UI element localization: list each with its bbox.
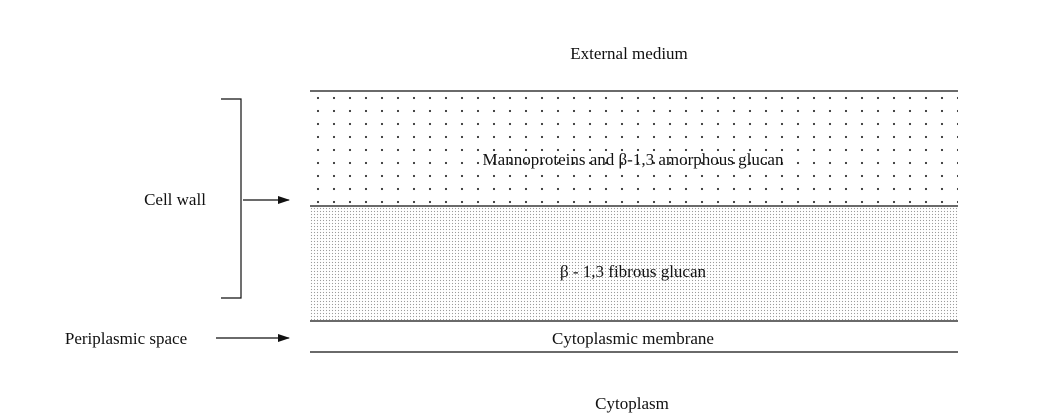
external-medium-label: External medium: [570, 44, 688, 63]
inner-layer-fill: [310, 207, 958, 320]
outer-layer-label: Mannoproteins and β-1,3 amorphous glucan: [483, 150, 784, 169]
periplasmic-space-label: Periplasmic space: [65, 329, 187, 348]
cell-wall-label: Cell wall: [144, 190, 206, 209]
outer-layer-fill: [310, 92, 958, 205]
inner-layer-label: β - 1,3 fibrous glucan: [560, 262, 707, 281]
membrane-label: Cytoplasmic membrane: [552, 329, 714, 348]
cytoplasm-label: Cytoplasm: [595, 394, 669, 413]
cell-wall-bracket: [221, 98, 242, 299]
